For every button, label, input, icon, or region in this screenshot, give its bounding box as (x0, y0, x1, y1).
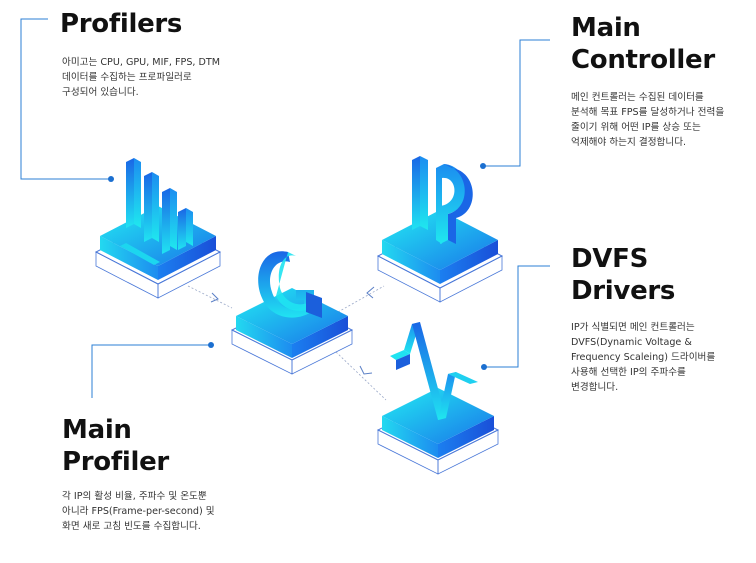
connector-dot (481, 364, 487, 370)
dvfs-drivers-block (376, 322, 500, 475)
flow-arrowheads (210, 286, 375, 375)
leader-line-dvfs-drivers (485, 265, 550, 368)
dvfs-drivers-title: DVFS Drivers (571, 244, 676, 306)
connector-dot (108, 176, 114, 182)
leader-line-main-profiler (91, 344, 210, 398)
leader-line-profilers (20, 18, 110, 180)
letters-ip-icon (412, 156, 473, 244)
flow-connectors (187, 285, 387, 401)
main-profiler-description: 각 IP의 활성 비율, 주파수 및 온도뿐 아니라 FPS(Frame-per… (62, 491, 215, 532)
platform-right (158, 236, 216, 280)
main-controller-description: 메인 컨트롤러는 수집된 데이터를 분석해 목표 FPS를 달성하거나 전력을 … (571, 92, 725, 148)
bar-chart-icon (120, 158, 193, 265)
letter-g-icon (258, 251, 322, 318)
profilers-title: Profilers (60, 9, 183, 39)
main-profiler-title: Main Profiler (62, 415, 169, 477)
connector-dot (208, 342, 214, 348)
platform-left (100, 236, 158, 280)
main-profiler-block (230, 251, 354, 375)
leader-line-main-controller (484, 39, 550, 167)
main-controller-title: Main Controller (571, 13, 715, 75)
profilers-description: 아미고는 CPU, GPU, MIF, FPS, DTM 데이터를 수집하는 프… (62, 57, 221, 98)
dvfs-drivers-description: IP가 식별되면 메인 컨트롤러는 DVFS(Dynamic Voltage &… (571, 322, 716, 393)
profilers-block (94, 158, 222, 299)
main-controller-block (376, 156, 504, 303)
connector-dot (480, 163, 486, 169)
frequency-wave-icon (390, 322, 478, 420)
